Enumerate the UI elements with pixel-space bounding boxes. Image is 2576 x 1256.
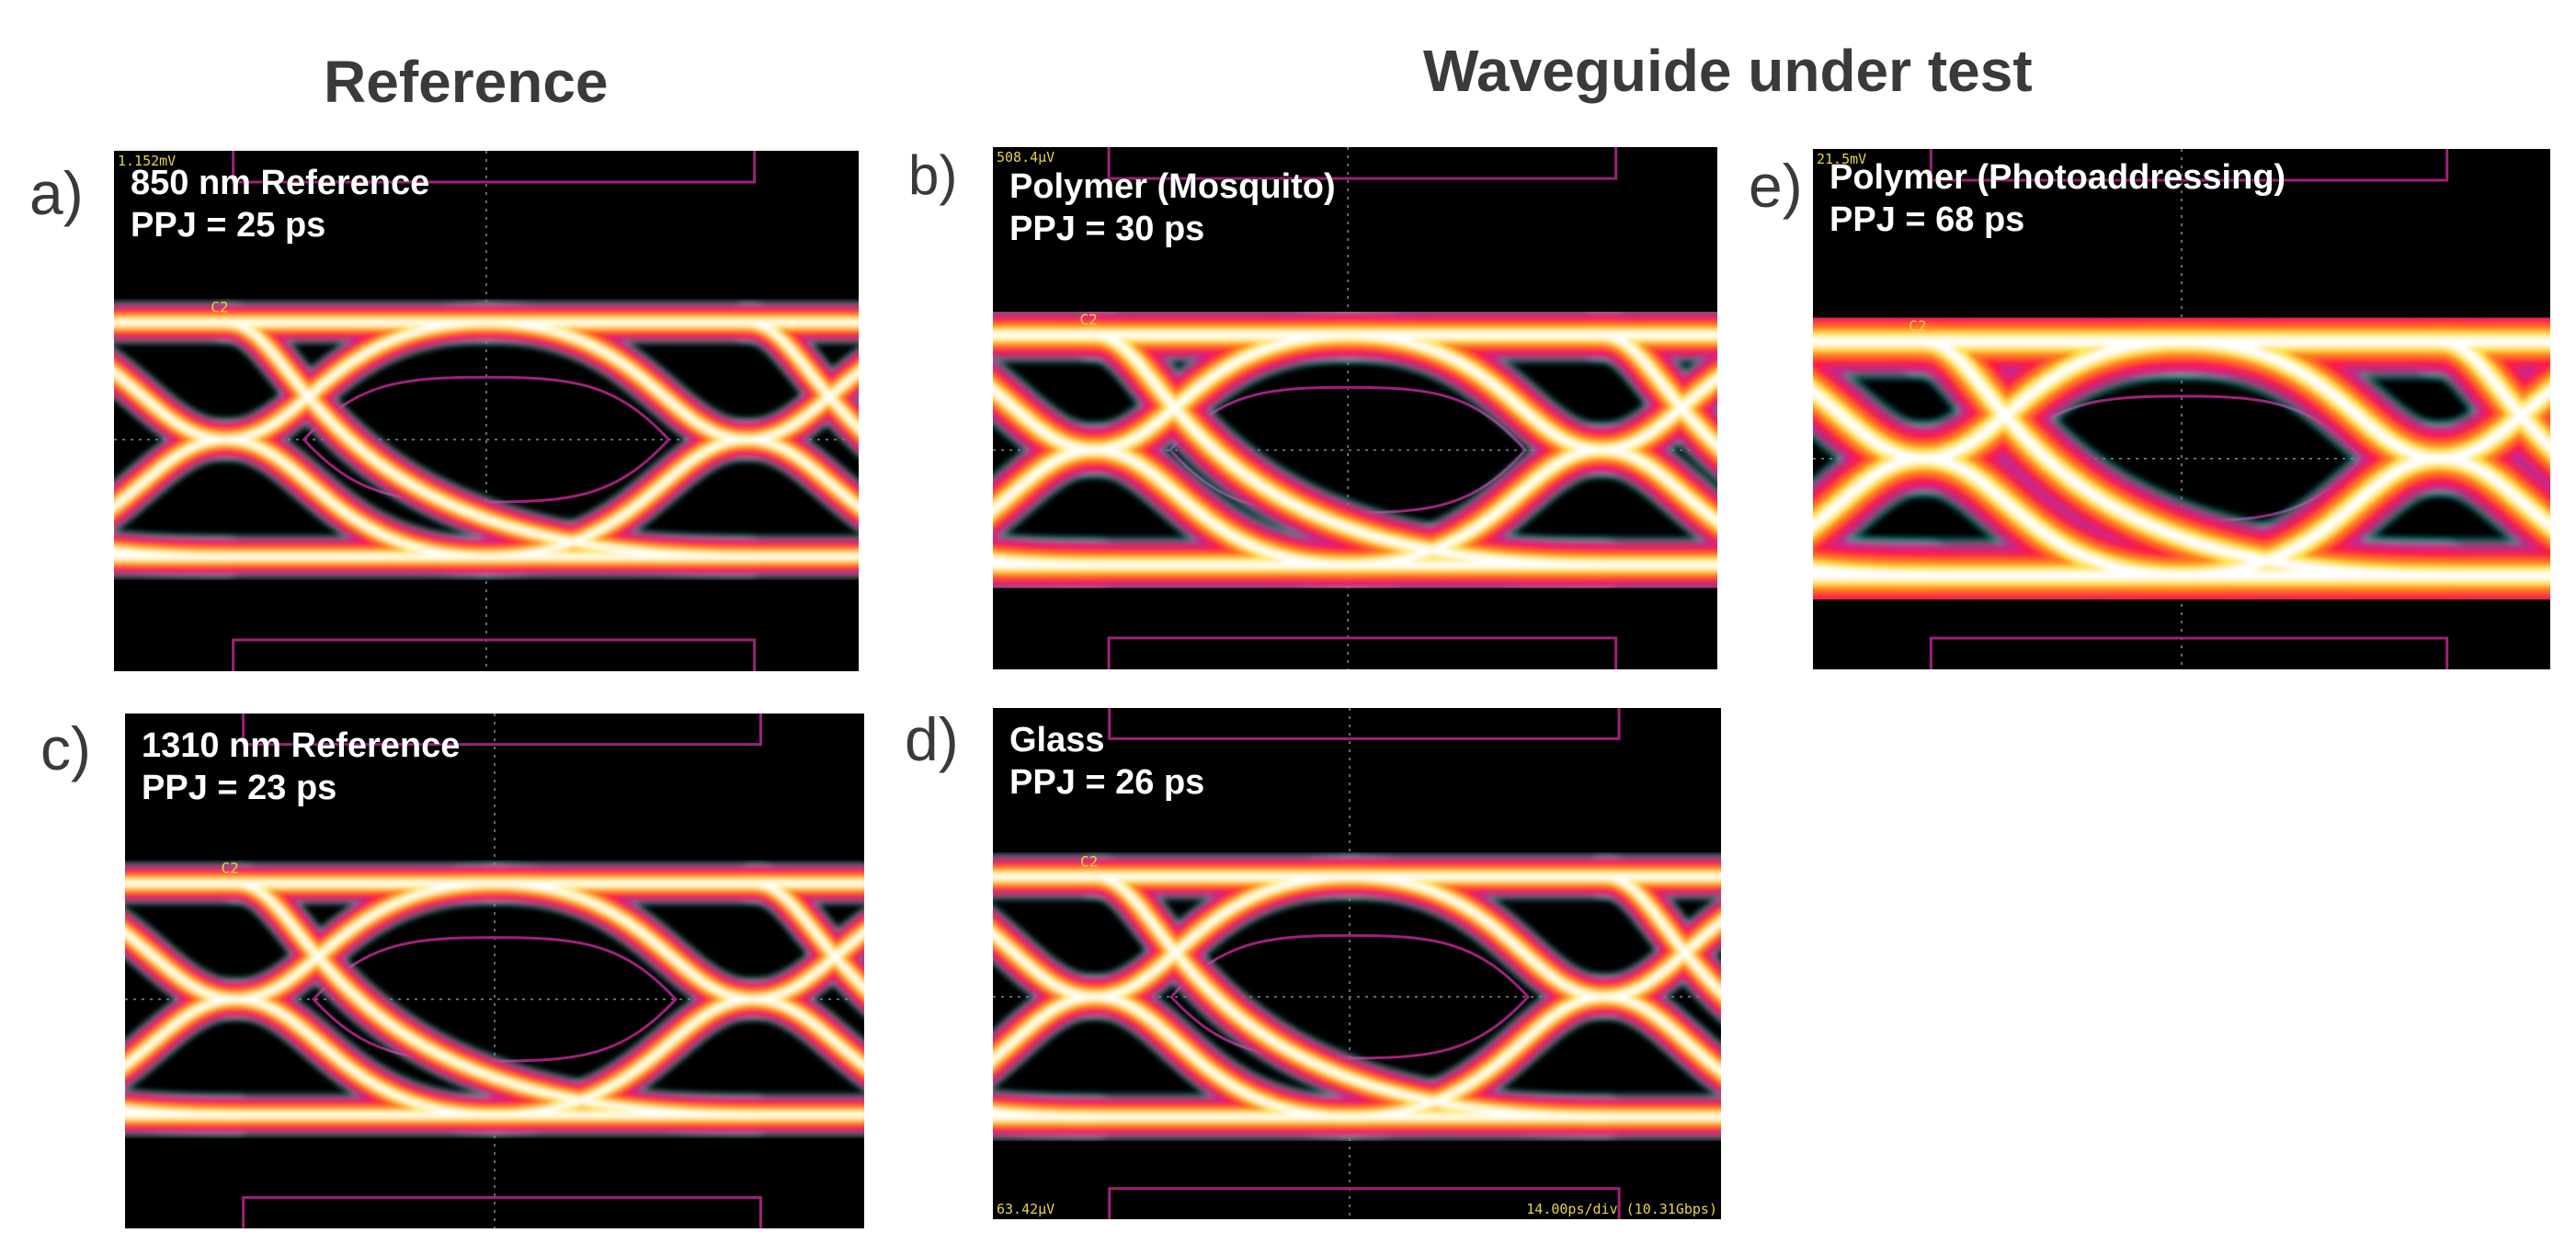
scale-e: 21.5mV xyxy=(1817,151,1867,167)
eye-plot-c: C2 xyxy=(125,714,864,1228)
panel-label-e: e) xyxy=(1749,152,1803,220)
eye-diagram-e: C2 Polymer (Photoaddressing) PPJ = 68 ps… xyxy=(1813,149,2550,669)
scale-d-left: 63.42µV xyxy=(997,1201,1055,1217)
eye-plot-b: C2 xyxy=(993,147,1717,669)
heading-reference: Reference xyxy=(324,49,609,115)
panel-label-a: a) xyxy=(29,159,84,227)
panel-label-d: d) xyxy=(905,705,959,773)
scale-b: 508.4µV xyxy=(997,149,1055,166)
eye-diagram-b: C2 Polymer (Mosquito) PPJ = 30 ps 508.4µ… xyxy=(993,147,1717,669)
ppj-a: PPJ = 25 ps xyxy=(131,206,326,245)
eye-plot-e: C2 xyxy=(1813,149,2550,669)
title-c: 1310 nm Reference xyxy=(142,726,461,765)
title-e: Polymer (Photoaddressing) xyxy=(1829,158,2286,197)
ppj-d: PPJ = 26 ps xyxy=(1009,763,1205,802)
svg-text:C2: C2 xyxy=(222,860,239,877)
eye-plot-a: C2 xyxy=(114,151,859,671)
scale-d-right: 14.00ps/div (10.31Gbps) xyxy=(1526,1201,1717,1217)
svg-text:C2: C2 xyxy=(1080,311,1098,328)
panel-label-b: b) xyxy=(908,144,958,206)
title-a: 850 nm Reference xyxy=(131,164,430,202)
ppj-e: PPJ = 68 ps xyxy=(1829,200,2025,239)
ppj-c: PPJ = 23 ps xyxy=(142,769,337,807)
svg-text:C2: C2 xyxy=(1909,317,1926,335)
eye-diagram-d: C2 Glass PPJ = 26 ps 63.42µV 14.00ps/div… xyxy=(993,708,1721,1219)
heading-waveguide: Waveguide under test xyxy=(1423,38,2033,104)
scale-a: 1.152mV xyxy=(118,153,177,169)
panel-label-c: c) xyxy=(40,714,91,782)
svg-text:C2: C2 xyxy=(1080,852,1098,870)
ppj-b: PPJ = 30 ps xyxy=(1009,210,1205,248)
title-b: Polymer (Mosquito) xyxy=(1009,167,1336,206)
svg-text:C2: C2 xyxy=(211,298,228,315)
eye-diagram-a: C2 850 nm Reference PPJ = 25 ps 1.152mV xyxy=(114,151,859,671)
eye-diagram-c: C2 1310 nm Reference PPJ = 23 ps xyxy=(125,714,864,1228)
title-d: Glass xyxy=(1009,721,1105,759)
eye-plot-d: C2 xyxy=(993,708,1721,1219)
